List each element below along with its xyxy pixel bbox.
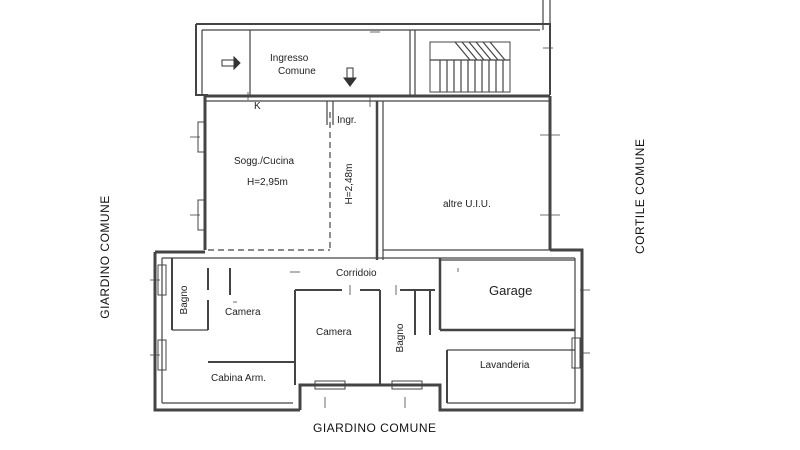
- arrow-right-icon: [221, 55, 241, 71]
- surrounding-label-bottom: GIARDINO COMUNE: [313, 421, 437, 435]
- surrounding-label-left: GIARDINO COMUNE: [98, 195, 112, 319]
- room-label-lavanderia: Lavanderia: [480, 360, 530, 371]
- surrounding-label-right: CORTILE COMUNE: [633, 138, 647, 254]
- room-label-bagno-left: Bagno: [179, 285, 190, 315]
- room-label-ingr: Ingr.: [337, 115, 357, 126]
- room-label-camera-center: Camera: [316, 327, 352, 338]
- arrow-down-icon: [343, 67, 357, 87]
- stairs-icon: [429, 41, 511, 93]
- room-label-soggiorno-height: H=2,95m: [247, 177, 288, 188]
- room-label-k: K: [254, 101, 261, 112]
- room-label-corridoio: Corridoio: [336, 268, 377, 279]
- room-label-corridoio-height: H=2,48m: [344, 163, 355, 205]
- room-label-bagno-center: Bagno: [395, 323, 406, 353]
- room-label-altre-uiu: altre U.I.U.: [443, 199, 491, 210]
- room-label-garage: Garage: [489, 283, 533, 298]
- room-label-ingresso-line2: Comune: [278, 66, 316, 77]
- room-label-camera-left: Camera: [225, 307, 261, 318]
- room-label-soggiorno: Sogg./Cucina: [234, 156, 295, 167]
- room-label-cabina: Cabina Arm.: [211, 373, 267, 384]
- room-label-ingresso-line1: Ingresso: [270, 53, 309, 64]
